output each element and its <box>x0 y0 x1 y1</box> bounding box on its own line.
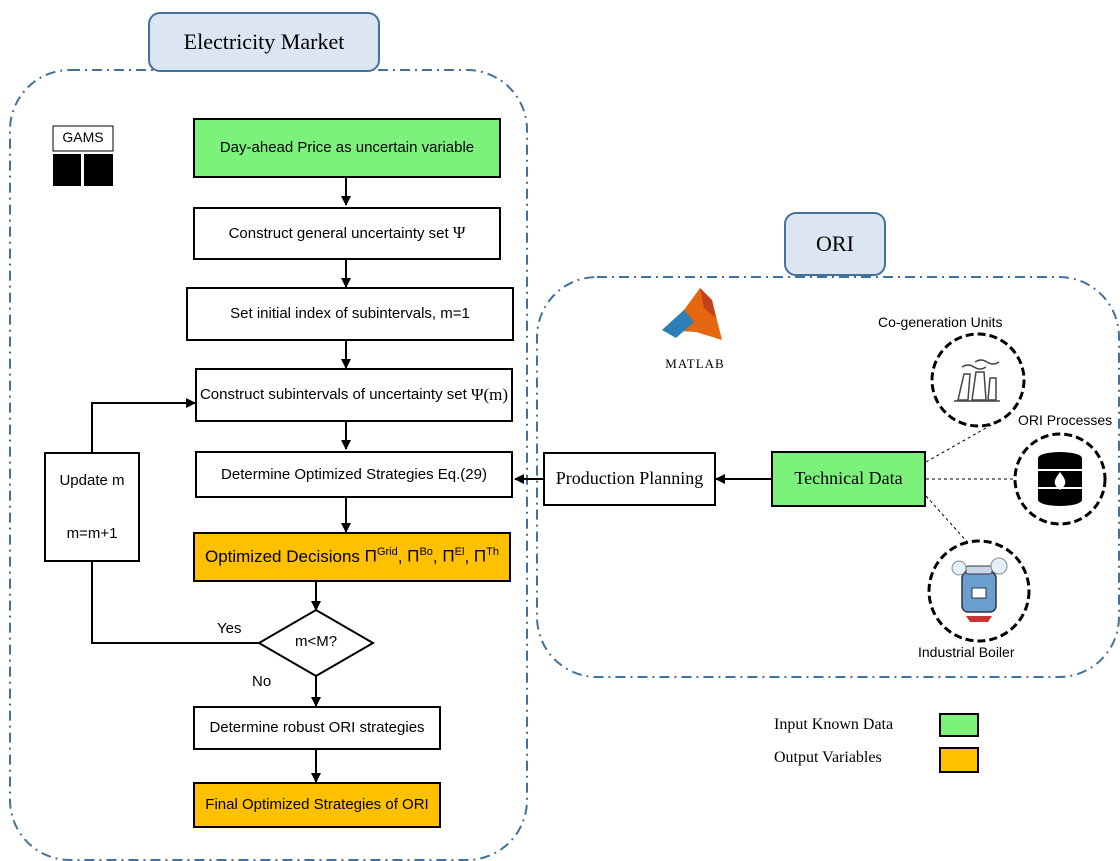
legend-input-swatch <box>939 713 979 737</box>
matlab-logo-text: MATLAB <box>665 356 725 371</box>
decision-term-th: ΠTh <box>473 546 500 567</box>
cogeneration-label: Co-generation Units <box>878 314 1003 330</box>
determine-optimized-box: Determine Optimized Strategies Eq.(29) <box>195 451 513 498</box>
update-m-box: Update m m=m+1 <box>44 452 140 562</box>
ori-processes-label: ORI Processes <box>1018 412 1113 428</box>
market-region-label: Electricity Market <box>148 12 380 72</box>
set-initial-index-box: Set initial index of subintervals, m=1 <box>186 287 514 341</box>
yes-label: Yes <box>217 620 242 637</box>
factory-icon <box>954 359 1000 402</box>
production-planning-box: Production Planning <box>543 452 716 506</box>
construct-general-set-box: Construct general uncertainty set Ψ <box>193 207 501 260</box>
day-ahead-price-box: Day-ahead Price as uncertain variable <box>193 118 501 178</box>
boiler-icon <box>951 557 1008 622</box>
optimized-decisions-box: Optimized Decisions ΠGrid, ΠBo, ΠEl, ΠTh <box>193 532 511 582</box>
legend-input-label: Input Known Data <box>774 716 894 733</box>
decision-term-grid: ΠGrid <box>364 546 398 567</box>
industrial-boiler-label: Industrial Boiler <box>918 644 1015 660</box>
construct-subintervals-box: Construct subintervals of uncertainty se… <box>195 368 513 422</box>
matlab-logo <box>662 288 722 340</box>
decision-term-el: ΠEl <box>442 546 465 567</box>
no-label: No <box>252 673 272 690</box>
gams-logo <box>52 125 114 186</box>
decision-label: m<M? <box>294 633 338 650</box>
oil-barrel-icon <box>1038 452 1082 506</box>
final-strategies-box: Final Optimized Strategies of ORI <box>193 782 441 828</box>
technical-data-box: Technical Data <box>771 451 926 507</box>
gams-logo-text: GAMS <box>62 129 104 145</box>
cogeneration-circle <box>930 332 1026 428</box>
robust-strategies-box: Determine robust ORI strategies <box>193 706 441 750</box>
decision-diamond <box>257 608 375 678</box>
legend-output-swatch <box>939 747 979 773</box>
ori-region-label: ORI <box>784 212 886 276</box>
legend-output-label: Output Variables <box>774 749 882 766</box>
decision-term-bo: ΠBo <box>407 546 433 567</box>
